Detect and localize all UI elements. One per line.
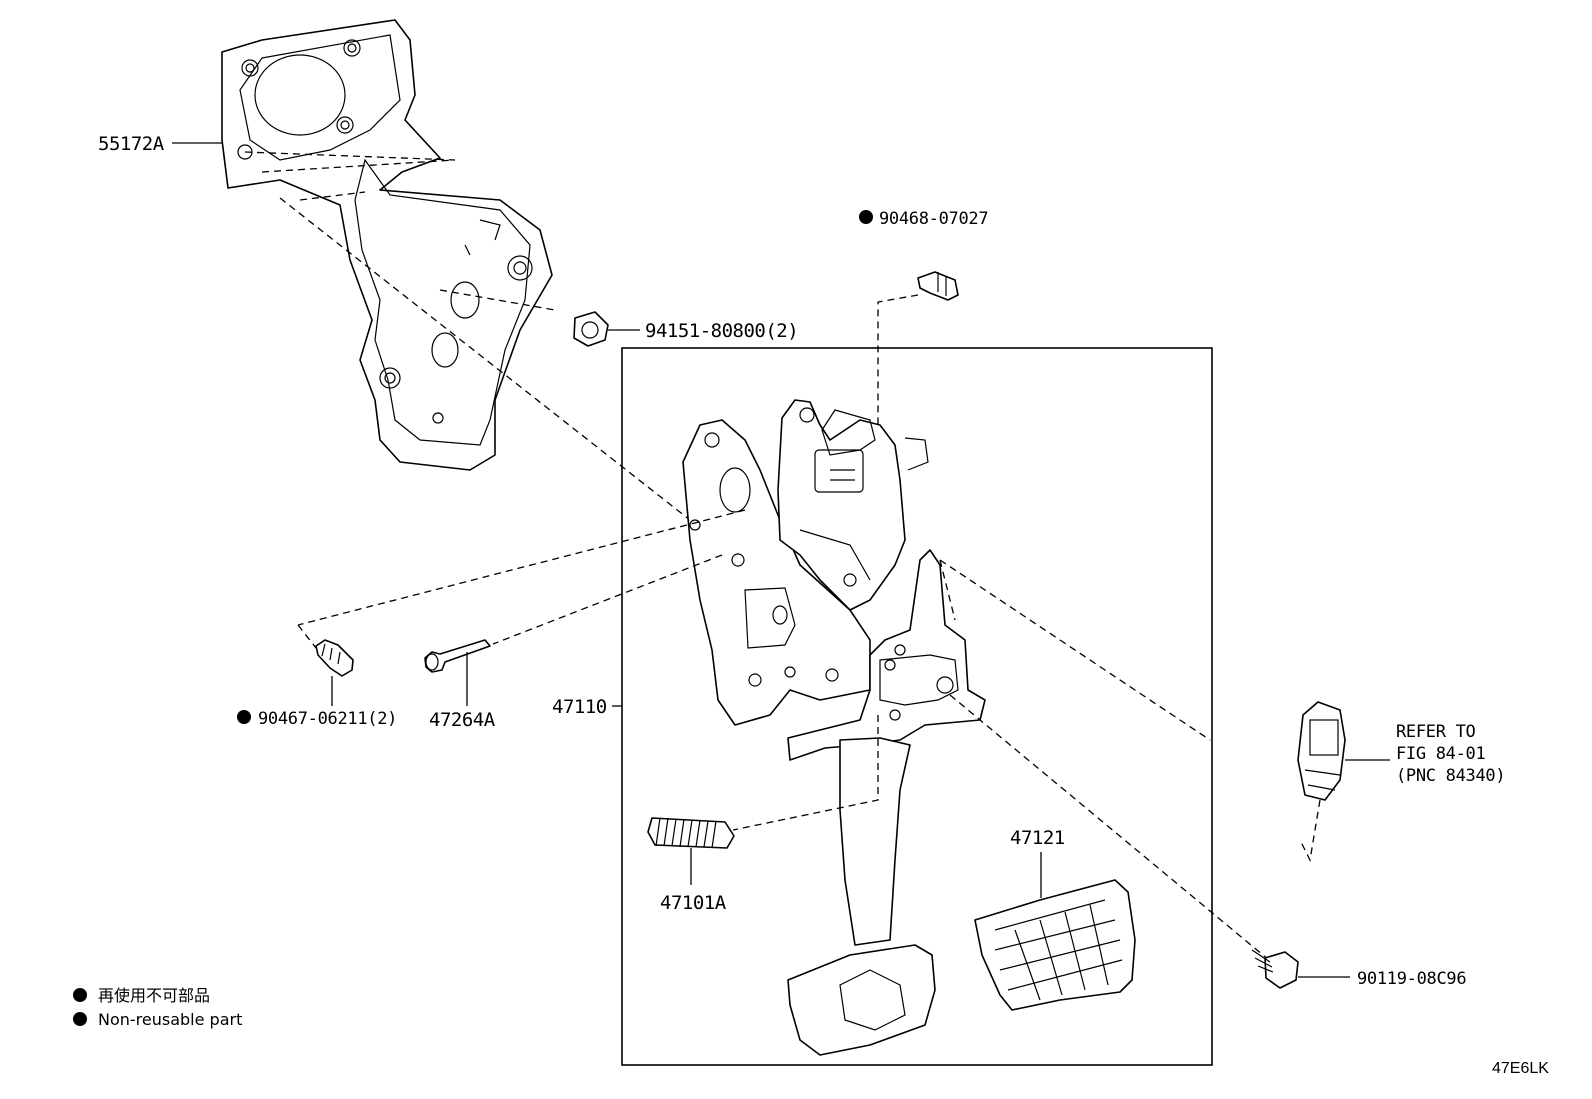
non-reusable-mark-clip-left	[237, 710, 251, 724]
label-refer-line1: REFER TO	[1396, 722, 1476, 742]
stop-lamp-switch-part	[1297, 701, 1346, 801]
label-refer-line3: (PNC 84340)	[1396, 766, 1505, 786]
label-bolt: 90119-08C96	[1357, 969, 1466, 989]
label-pedal-assy: 47110	[552, 696, 607, 718]
legend-bullet-en	[73, 1012, 87, 1026]
pedal-assembly-part	[682, 399, 986, 1056]
figure-code: 47E6LK	[1492, 1060, 1549, 1077]
non-reusable-mark-clip-top	[859, 210, 873, 224]
label-spring: 47101A	[660, 892, 727, 914]
legend: 再使用不可部品 Non-reusable part	[73, 986, 242, 1029]
label-pedal-pad: 47121	[1010, 827, 1065, 849]
pedal-pad-part	[974, 879, 1136, 1011]
label-clip-top: 90468-07027	[879, 209, 988, 229]
label-nut: 94151-80800(2)	[645, 320, 798, 342]
nut-part	[573, 311, 609, 347]
legend-bullet-ja	[73, 988, 87, 1002]
bolt-part	[1251, 949, 1299, 989]
clip-top-part	[917, 271, 959, 301]
label-clip-left: 90467-06211(2)	[258, 709, 397, 729]
label-pin: 47264A	[429, 709, 496, 731]
label-bracket-pad: 55172A	[98, 133, 165, 155]
legend-text-en: Non-reusable part	[98, 1010, 242, 1029]
pin-part	[424, 639, 491, 673]
legend-text-ja: 再使用不可部品	[98, 986, 210, 1005]
clip-left-part	[315, 639, 354, 677]
bracket-pad-part	[221, 19, 553, 471]
spring-part	[647, 817, 735, 849]
label-refer-line2: FIG 84-01	[1396, 744, 1485, 764]
